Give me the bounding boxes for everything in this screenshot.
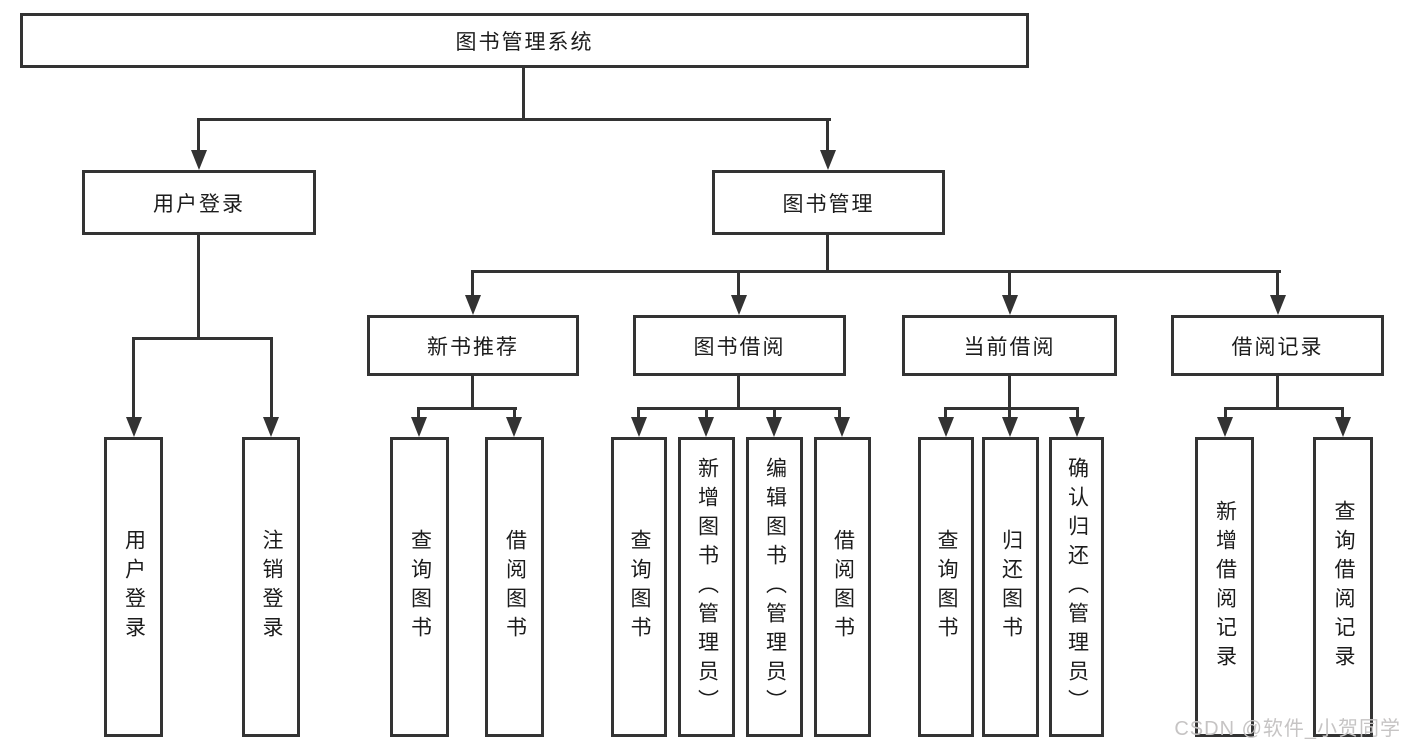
leaf-label: 确认归还（管理员）	[1065, 456, 1089, 718]
node-book-management: 图书管理	[712, 170, 945, 235]
connector-user-login-hbar	[132, 337, 273, 340]
connector-drop-leaf-login	[132, 337, 135, 422]
node-book-borrow: 图书借阅	[633, 315, 846, 376]
connector-drop	[1341, 407, 1344, 421]
connector-book-borrow-hbar	[637, 407, 841, 410]
arrowhead	[631, 417, 647, 437]
connector-drop-records	[1276, 270, 1279, 297]
arrowhead	[411, 417, 427, 437]
connector-book-mgmt-hbar	[471, 270, 1281, 273]
leaf-borrow-edit-books-admin: 编辑图书（管理员）	[746, 437, 803, 737]
node-new-book-recommend: 新书推荐	[367, 315, 579, 376]
connector-drop-cur-borrow	[1008, 270, 1011, 297]
leaf-records-query-borrow-record: 查询借阅记录	[1313, 437, 1373, 737]
connector-drop	[705, 407, 708, 421]
arrowhead	[834, 417, 850, 437]
arrowhead-leaf-logout	[263, 417, 279, 437]
arrowhead	[506, 417, 522, 437]
leaf-logout: 注销登录	[242, 437, 300, 737]
leaf-borrow-query-books: 查询图书	[611, 437, 667, 737]
leaf-label: 查询图书	[628, 529, 651, 645]
connector-user-login-stem	[197, 235, 200, 340]
csdn-watermark: CSDN @软件_小贺同学	[1174, 718, 1401, 740]
connector-cur-borrow-stem	[1008, 376, 1011, 410]
node-user-login: 用户登录	[82, 170, 316, 235]
node-label: 当前借阅	[963, 335, 1056, 359]
connector-drop	[513, 407, 516, 421]
leaf-borrow-borrow-books: 借阅图书	[814, 437, 871, 737]
arrowhead-book-mgmt	[820, 150, 836, 170]
connector-drop	[1076, 407, 1079, 421]
connector-drop	[1008, 407, 1011, 421]
arrowhead-user-login	[191, 150, 207, 170]
connector-drop	[637, 407, 640, 421]
leaf-label: 新增图书（管理员）	[695, 456, 719, 718]
connector-drop-leaf-logout	[270, 337, 273, 422]
connector-drop	[1224, 407, 1227, 421]
connector-records-hbar	[1224, 407, 1343, 410]
arrowhead	[1217, 417, 1233, 437]
node-label: 用户登录	[153, 192, 245, 216]
arrowhead	[1002, 417, 1018, 437]
arrowhead	[698, 417, 714, 437]
leaf-newbooks-borrow-books: 借阅图书	[485, 437, 544, 737]
connector-new-books-stem	[471, 376, 474, 410]
leaf-current-confirm-return-admin: 确认归还（管理员）	[1049, 437, 1104, 737]
leaf-newbooks-query-books: 查询图书	[390, 437, 449, 737]
arrowhead	[938, 417, 954, 437]
connector-drop	[417, 407, 420, 421]
node-label: 借阅记录	[1231, 335, 1324, 359]
leaf-current-query-books: 查询图书	[918, 437, 974, 737]
arrowhead-leaf-login	[126, 417, 142, 437]
leaf-label: 查询借阅记录	[1332, 500, 1355, 674]
arrowhead	[1335, 417, 1351, 437]
leaf-borrow-add-books-admin: 新增图书（管理员）	[678, 437, 735, 737]
connector-new-books-hbar	[418, 407, 517, 410]
connector-root-stem	[522, 68, 525, 118]
node-label: 图书管理系统	[455, 30, 594, 54]
connector-drop-book-mgmt	[826, 118, 829, 155]
node-library-management-system: 图书管理系统	[20, 13, 1029, 68]
connector-drop	[944, 407, 947, 421]
leaf-label: 借阅图书	[503, 529, 527, 645]
node-label: 图书借阅	[693, 335, 786, 359]
connector-drop	[838, 407, 841, 421]
leaf-label: 查询图书	[408, 529, 432, 645]
leaf-label: 新增借阅记录	[1213, 500, 1237, 674]
leaf-records-add-borrow-record: 新增借阅记录	[1195, 437, 1254, 737]
leaf-label: 借阅图书	[831, 529, 855, 645]
connector-drop	[773, 407, 776, 421]
arrowhead	[1069, 417, 1085, 437]
leaf-label: 编辑图书（管理员）	[763, 456, 787, 718]
arrowhead	[766, 417, 782, 437]
connector-book-borrow-stem	[737, 376, 740, 410]
connector-drop-user-login	[197, 118, 200, 155]
connector-root-hbar	[197, 118, 831, 121]
node-borrow-records: 借阅记录	[1171, 315, 1384, 376]
connector-cur-borrow-hbar	[944, 407, 1079, 410]
connector-records-stem	[1276, 376, 1279, 410]
leaf-label: 用户登录	[122, 529, 146, 645]
leaf-label: 归还图书	[999, 529, 1023, 645]
arrowhead-new-books	[465, 295, 481, 315]
leaf-label: 查询图书	[935, 529, 958, 645]
connector-drop-new-books	[471, 270, 474, 297]
arrowhead-records	[1270, 295, 1286, 315]
leaf-current-return-books: 归还图书	[982, 437, 1039, 737]
leaf-user-login: 用户登录	[104, 437, 163, 737]
node-label: 新书推荐	[427, 335, 519, 359]
connector-book-mgmt-stem	[826, 235, 829, 273]
node-current-borrow: 当前借阅	[902, 315, 1117, 376]
node-label: 图书管理	[782, 192, 875, 216]
arrowhead-cur-borrow	[1002, 295, 1018, 315]
arrowhead-book-borrow	[731, 295, 747, 315]
leaf-label: 注销登录	[260, 529, 283, 645]
connector-drop-book-borrow	[737, 270, 740, 297]
